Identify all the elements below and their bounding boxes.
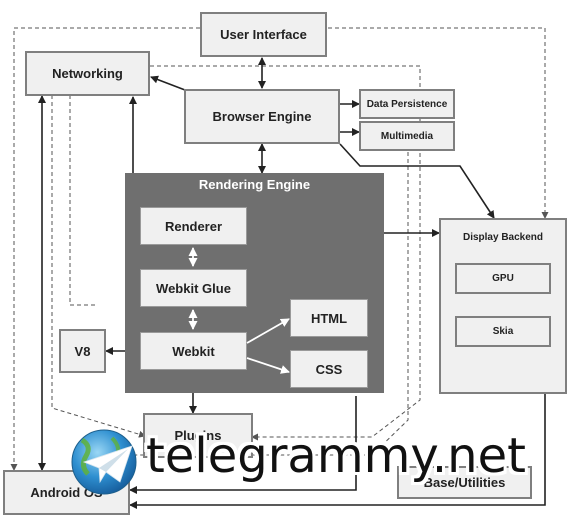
display-backend-box: Display Backend [439, 218, 567, 394]
browser-engine-box: Browser Engine [184, 89, 340, 144]
watermark-text: telegrammy.net [146, 428, 526, 484]
webkit-glue-box: Webkit Glue [140, 269, 247, 307]
arrow-browser-display [339, 143, 495, 219]
android-os-box: Android OS [3, 470, 130, 515]
rendering-engine-title: Rendering Engine [198, 177, 311, 192]
css-box: CSS [290, 350, 368, 388]
plugins-box: Plugins [143, 413, 253, 458]
multimedia-box: Multimedia [359, 121, 455, 151]
arrow-webkit-css [246, 357, 290, 374]
dashed-multimedia-route [130, 152, 409, 456]
data-persistence-box: Data Persistence [359, 89, 455, 119]
dashed-right-route [150, 65, 421, 441]
arrow-browser-networking [150, 75, 186, 91]
skia-box: Skia [455, 316, 551, 347]
arrow-display-android [129, 394, 546, 509]
base-utilities-box: Base/Utilities [397, 466, 532, 499]
dashed-ui-to-android [10, 27, 200, 471]
renderer-box: Renderer [140, 207, 247, 245]
dashed-networking-route [69, 95, 96, 306]
gpu-box: GPU [455, 263, 551, 294]
dashed-ui-to-display [328, 27, 549, 219]
arrow-webkit-html [246, 318, 290, 344]
display-backend-title: Display Backend [462, 232, 544, 243]
user-interface-box: User Interface [200, 12, 327, 57]
html-box: HTML [290, 299, 368, 337]
arrow-css-android [129, 396, 357, 494]
networking-box: Networking [25, 51, 150, 96]
webkit-box: Webkit [140, 332, 247, 370]
v8-box: V8 [59, 329, 106, 373]
